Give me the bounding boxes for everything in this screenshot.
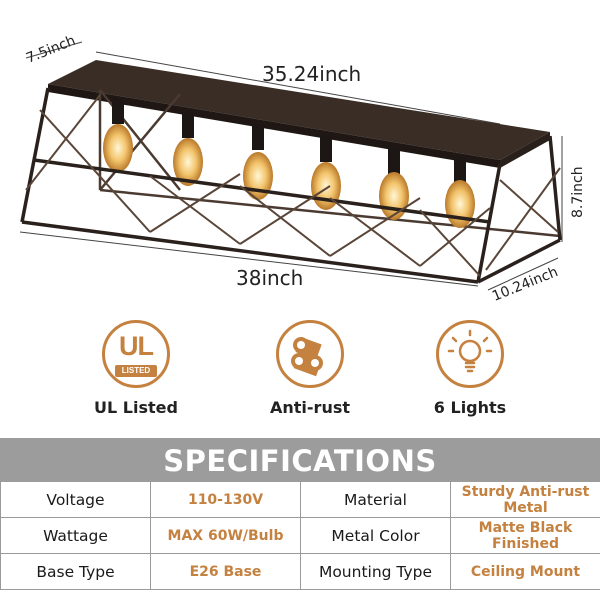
table-row: Voltage 110-130V Material Sturdy Anti-ru… [0,482,600,518]
frame-front [20,87,562,284]
dimension-length-top: 35.24inch [262,62,362,86]
product-image [19,41,563,291]
ul-listed-icon: UL LISTED [102,320,170,388]
lightbulb-icon [436,320,504,388]
dimension-height: 8.7inch [570,166,586,218]
table-row: Wattage MAX 60W/Bulb Metal Color Matte B… [0,517,600,554]
specifications-title: SPECIFICATIONS [0,438,600,482]
dimension-lines [19,41,563,291]
spec-value: MAX 60W/Bulb [150,517,301,554]
spec-key: Wattage [0,517,151,554]
frame-cross-braces [25,94,561,277]
spec-value: Sturdy Anti-rust Metal [450,482,600,518]
spec-key: Base Type [0,553,151,590]
spec-key: Mounting Type [300,553,451,590]
spec-value: E26 Base [150,553,301,590]
feature-ul-listed: UL LISTED UL Listed [76,320,196,417]
spec-value: Matte Black Finished [450,517,600,554]
ul-badge-subtext: LISTED [115,365,157,377]
ul-badge-text: UL [119,331,154,361]
spec-key: Voltage [0,482,151,518]
spec-value: 110-130V [150,482,301,518]
feature-6-lights: 6 Lights [410,320,530,417]
table-row: Base Type E26 Base Mounting Type Ceiling… [0,553,600,590]
ceiling-plate [48,60,550,168]
dimension-length-bottom: 38inch [236,266,304,290]
feature-label: Anti-rust [270,398,350,417]
feature-label: UL Listed [94,398,178,417]
spec-key: Metal Color [300,517,451,554]
feature-anti-rust: Anti-rust [250,320,370,417]
spec-key: Material [300,482,451,518]
specifications-table: Voltage 110-130V Material Sturdy Anti-ru… [0,482,600,590]
spec-value: Ceiling Mount [450,553,600,590]
anti-rust-icon [276,320,344,388]
bulbs [103,98,475,228]
feature-label: 6 Lights [433,398,507,417]
